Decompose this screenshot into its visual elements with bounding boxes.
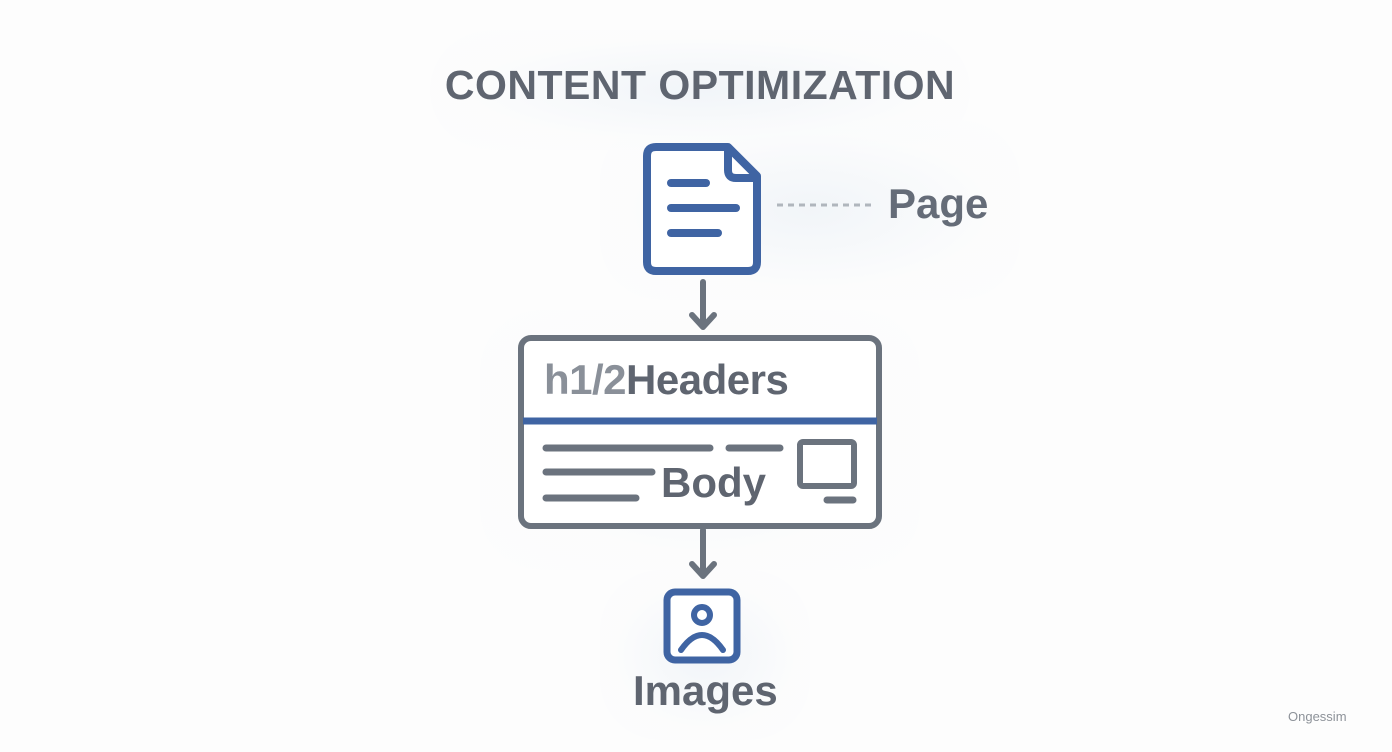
arrow-down-icon — [689, 527, 717, 579]
heading-tag-label: h1/2 — [544, 356, 627, 403]
headers-label: Headers — [626, 356, 789, 403]
images-label: Images — [633, 667, 778, 714]
watermark: Ongessim — [1288, 709, 1347, 724]
diagram-title: CONTENT OPTIMIZATION — [444, 62, 956, 108]
content-card — [518, 335, 882, 529]
monitor-icon — [797, 439, 857, 504]
page-label: Page — [888, 180, 989, 227]
body-label: Body — [661, 459, 766, 506]
headers-label-group: h1/2Headers — [544, 356, 789, 404]
arrow-down-icon — [689, 279, 717, 330]
document-icon — [643, 143, 761, 275]
user-image-icon — [663, 588, 741, 664]
